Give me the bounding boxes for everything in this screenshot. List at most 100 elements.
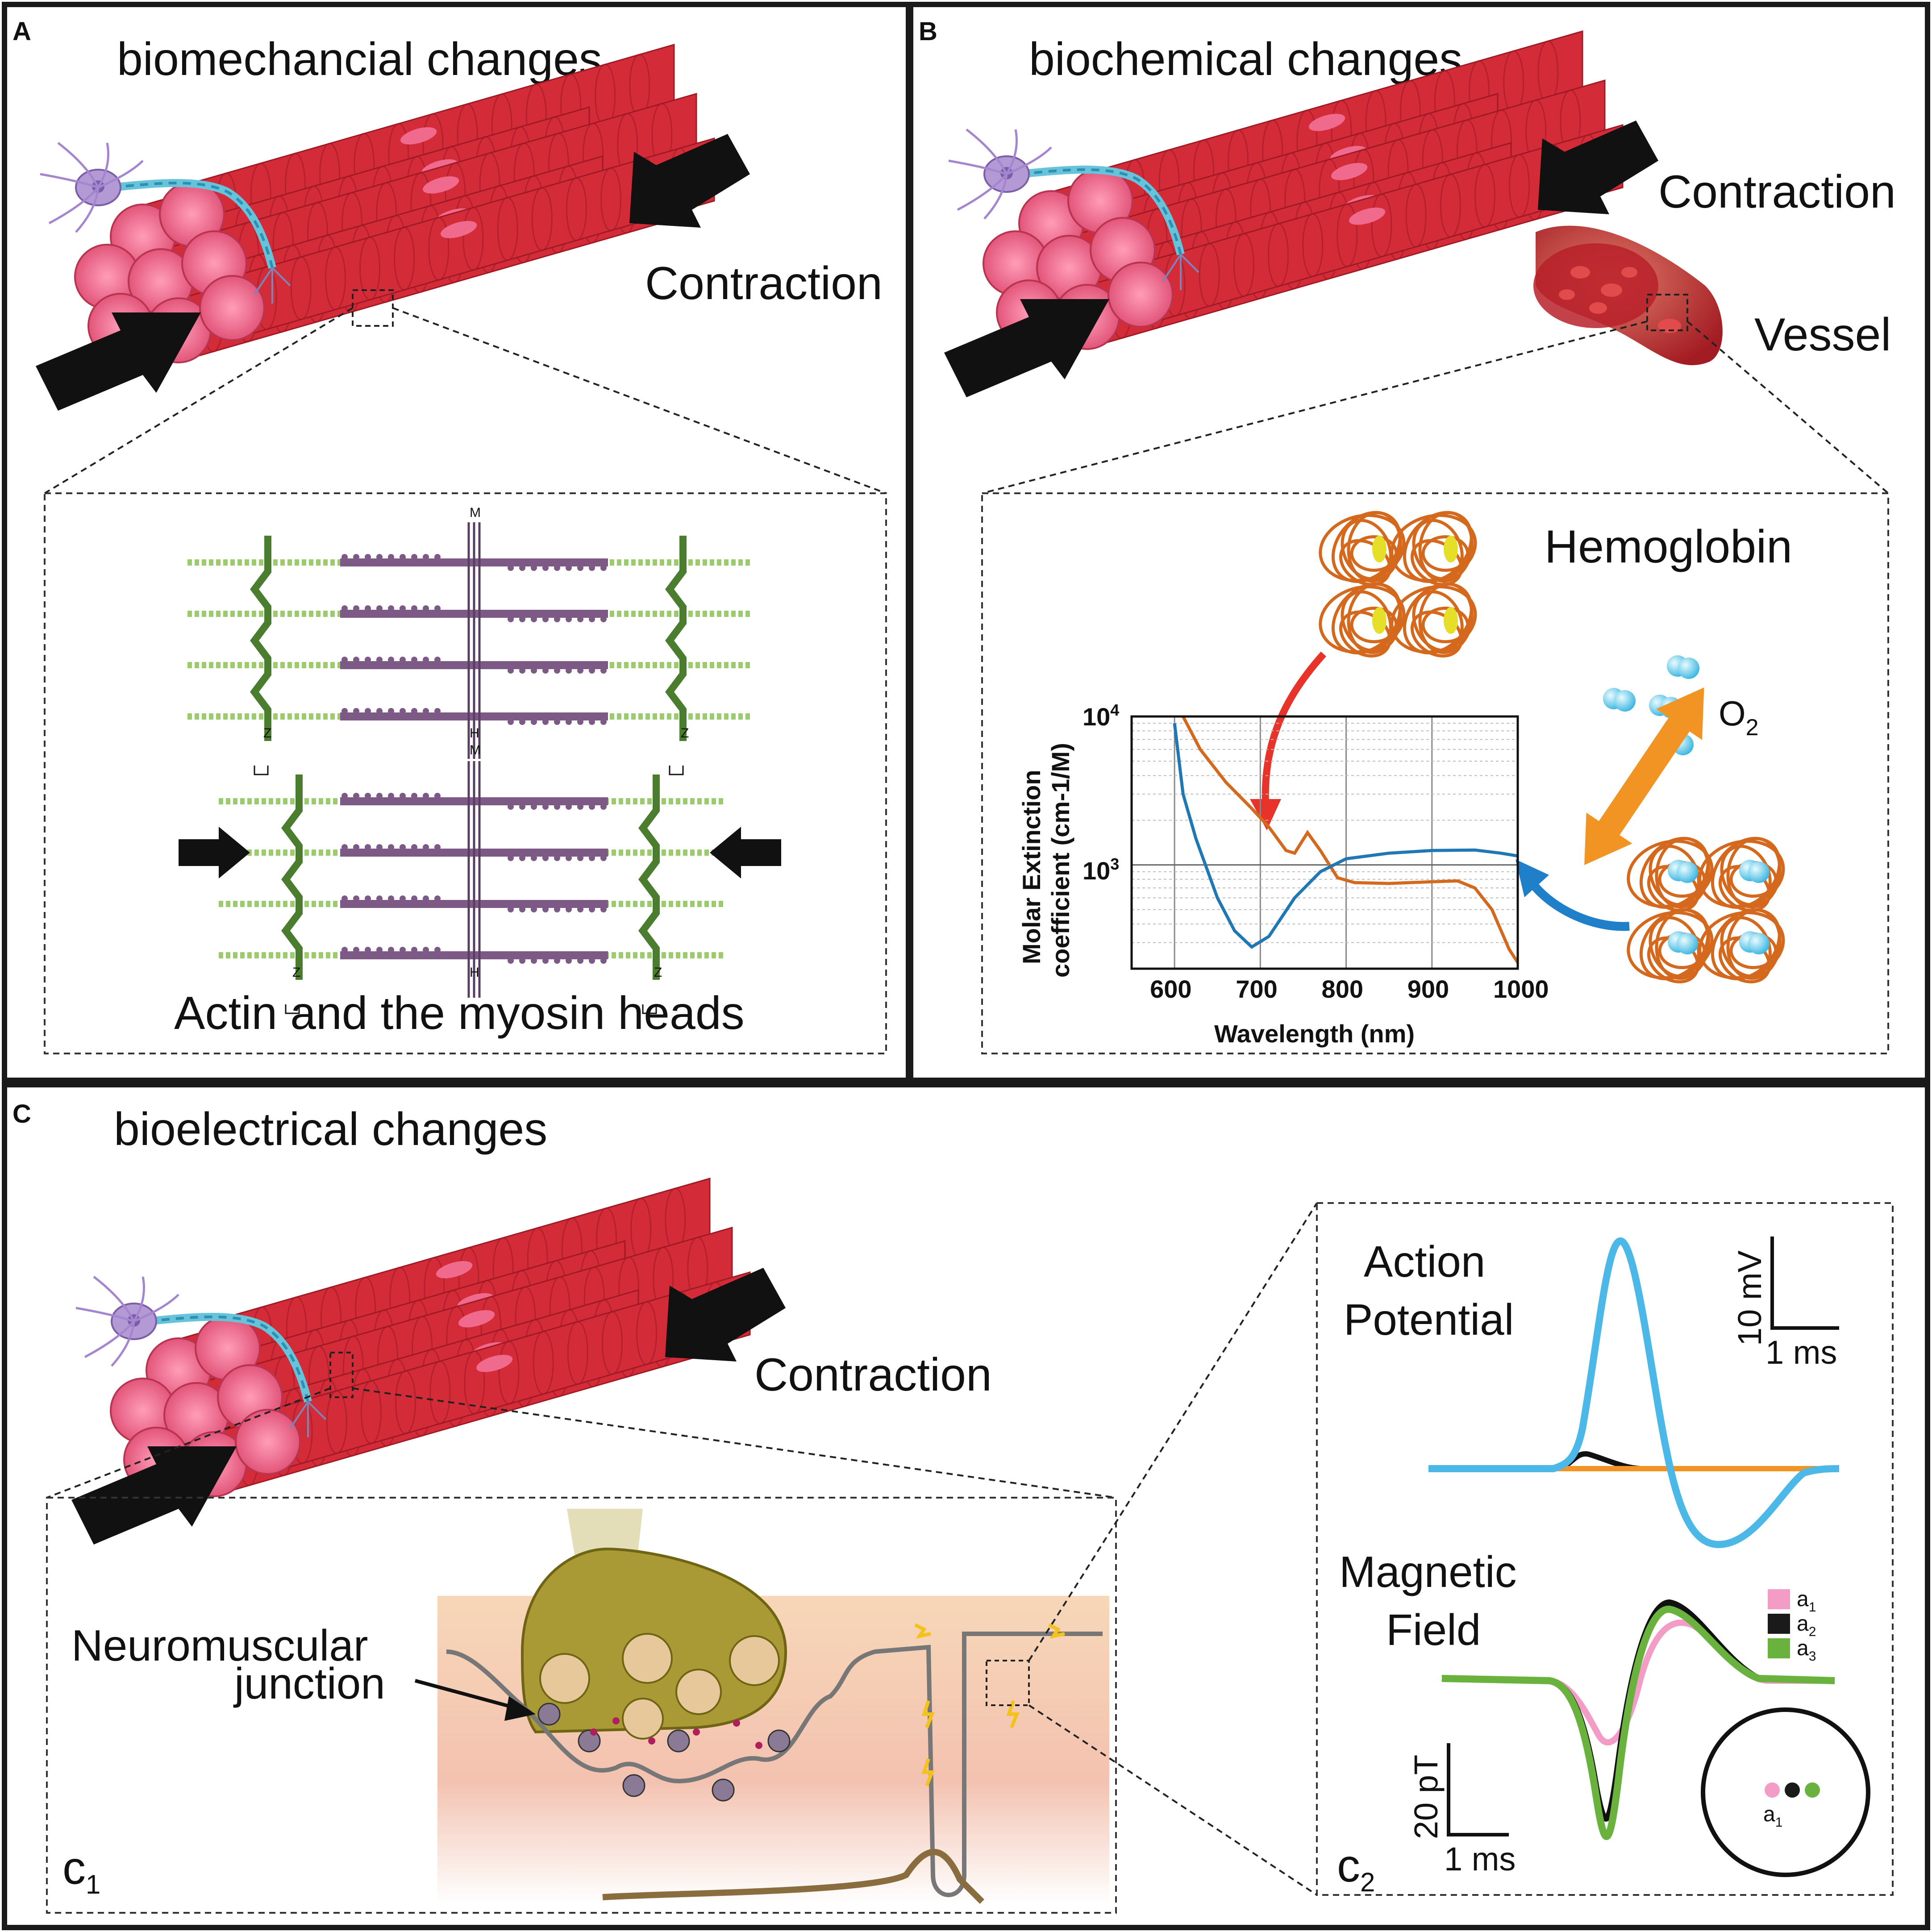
spectrum-series-line — [1182, 716, 1519, 964]
panel-b-title: biochemical changes — [1029, 33, 1462, 85]
zoom-line — [392, 307, 887, 494]
nucleus — [1308, 114, 1345, 131]
heme-group — [1444, 607, 1458, 634]
chart-grid — [1132, 716, 1519, 969]
hemoglobin-label: Hemoglobin — [1545, 521, 1792, 573]
sarcomere-inset — [44, 492, 887, 1054]
globin-chain — [1627, 911, 1714, 980]
heme-group — [1372, 607, 1387, 634]
nucleus — [1331, 163, 1368, 180]
blood-vessel — [1533, 225, 1723, 366]
globin-chain — [1403, 511, 1473, 583]
action-potential-label: Action — [1364, 1237, 1485, 1286]
chart-frame — [1130, 715, 1519, 970]
nucleus — [422, 176, 459, 194]
x-axis-label: Wavelength (nm) — [1214, 1020, 1415, 1048]
panel-b-letter: B — [919, 17, 937, 46]
nucleus — [440, 221, 477, 238]
nucleus — [436, 1261, 473, 1278]
bound-oxygen — [1748, 862, 1770, 883]
legend-label: a3 — [1797, 1636, 1816, 1664]
zoom-line — [1686, 321, 1889, 494]
scale-bar-pt — [1447, 1743, 1509, 1836]
compression-arrow-right — [665, 1268, 786, 1362]
nmj-inset — [46, 1497, 1117, 1914]
zoom-line — [1028, 1704, 1318, 1896]
muscle-bundle — [944, 30, 1658, 397]
nucleus — [1349, 208, 1386, 225]
zoom-line — [982, 321, 1648, 494]
m-line-label: M — [470, 505, 481, 520]
blue-arrowhead — [1516, 859, 1549, 897]
compression-arrow-right — [1538, 121, 1658, 214]
x-tick-label: 900 — [1407, 975, 1449, 1003]
zoom-line — [46, 1387, 331, 1499]
action-potential-traces — [1428, 1237, 1840, 1549]
blue-arrow — [1527, 879, 1630, 931]
c2-label: c2 — [1337, 1840, 1375, 1897]
spectrum-inset — [981, 492, 1889, 1054]
x-tick-label: 600 — [1150, 975, 1191, 1003]
z-line-label: Z — [681, 726, 689, 741]
x-tick-label: 700 — [1236, 975, 1277, 1003]
globin-chain — [1639, 837, 1710, 909]
spectrum-series-line — [1173, 723, 1518, 949]
muscle-fiber — [257, 1271, 751, 1474]
zoom-line — [1028, 1202, 1318, 1661]
globin-chain — [1331, 511, 1402, 583]
y-axis-label: Molar Extinction — [1017, 770, 1045, 964]
oxyhemoglobin-molecule — [1627, 837, 1785, 983]
scale-ms-label: 1 ms — [1444, 1840, 1516, 1878]
z-disc — [638, 774, 660, 980]
compression-arrow-left — [36, 312, 201, 411]
globin-chain — [1698, 911, 1785, 980]
compression-arrow-right — [629, 134, 750, 228]
chart-series — [1173, 716, 1519, 964]
scale-ms-label: 1 ms — [1765, 1334, 1837, 1371]
action-potential-label: Potential — [1344, 1295, 1514, 1344]
globin-chain — [1698, 839, 1785, 908]
x-tick-label: 1000 — [1493, 975, 1549, 1003]
h-zone-label: H — [470, 726, 479, 741]
zoom-marker — [1646, 294, 1688, 331]
globin-chain — [1319, 513, 1406, 583]
sensor-array-diagram: a1 — [1701, 1707, 1870, 1877]
inset-caption: Actin and the myosin heads — [174, 987, 745, 1039]
hemoglobin-molecule — [1319, 511, 1477, 658]
contraction-label-a: Contraction — [645, 258, 883, 309]
signals-inset — [1316, 1202, 1894, 1896]
compression-arrow-left — [944, 299, 1109, 397]
zoom-marker — [986, 1660, 1030, 1706]
sensor-a1 — [1765, 1782, 1780, 1798]
panel-c-border — [2, 1082, 1930, 1930]
z-line-label: Z — [263, 726, 271, 741]
globin-chain — [1319, 585, 1406, 654]
z-line-label: Z — [292, 965, 300, 980]
neuromuscular-junction — [437, 1509, 1109, 1904]
y-tick-label: 104 — [1083, 701, 1119, 731]
nmj-label-line2: junction — [233, 1659, 385, 1708]
m-line-label: M — [470, 743, 481, 758]
panel-a-letter: A — [12, 17, 31, 46]
globin-chain — [1639, 908, 1710, 980]
x-tick-label: 800 — [1322, 975, 1363, 1003]
sensor-a3 — [1805, 1782, 1820, 1798]
y-axis-label: coefficient (cm-1/M) — [1046, 743, 1074, 978]
z-disc — [665, 536, 687, 741]
bound-oxygen — [1677, 862, 1698, 883]
globin-chain — [1627, 839, 1714, 908]
red-arrow — [1262, 651, 1326, 804]
compression-arrow-left — [179, 827, 250, 879]
fascicle-end — [235, 1409, 301, 1475]
legend-swatch-a1 — [1768, 1589, 1790, 1609]
panel-a-title: biomechancial changes — [117, 33, 602, 85]
red-arrowhead — [1250, 799, 1281, 830]
sarcomere-relaxed — [187, 522, 750, 775]
nucleus — [400, 127, 437, 145]
muscle-bundle — [36, 44, 750, 411]
legend-label: a1 — [1797, 1587, 1816, 1615]
globin-chain — [1390, 513, 1477, 583]
legend-swatch-a2 — [1768, 1614, 1790, 1634]
bound-oxygen — [1748, 933, 1770, 954]
